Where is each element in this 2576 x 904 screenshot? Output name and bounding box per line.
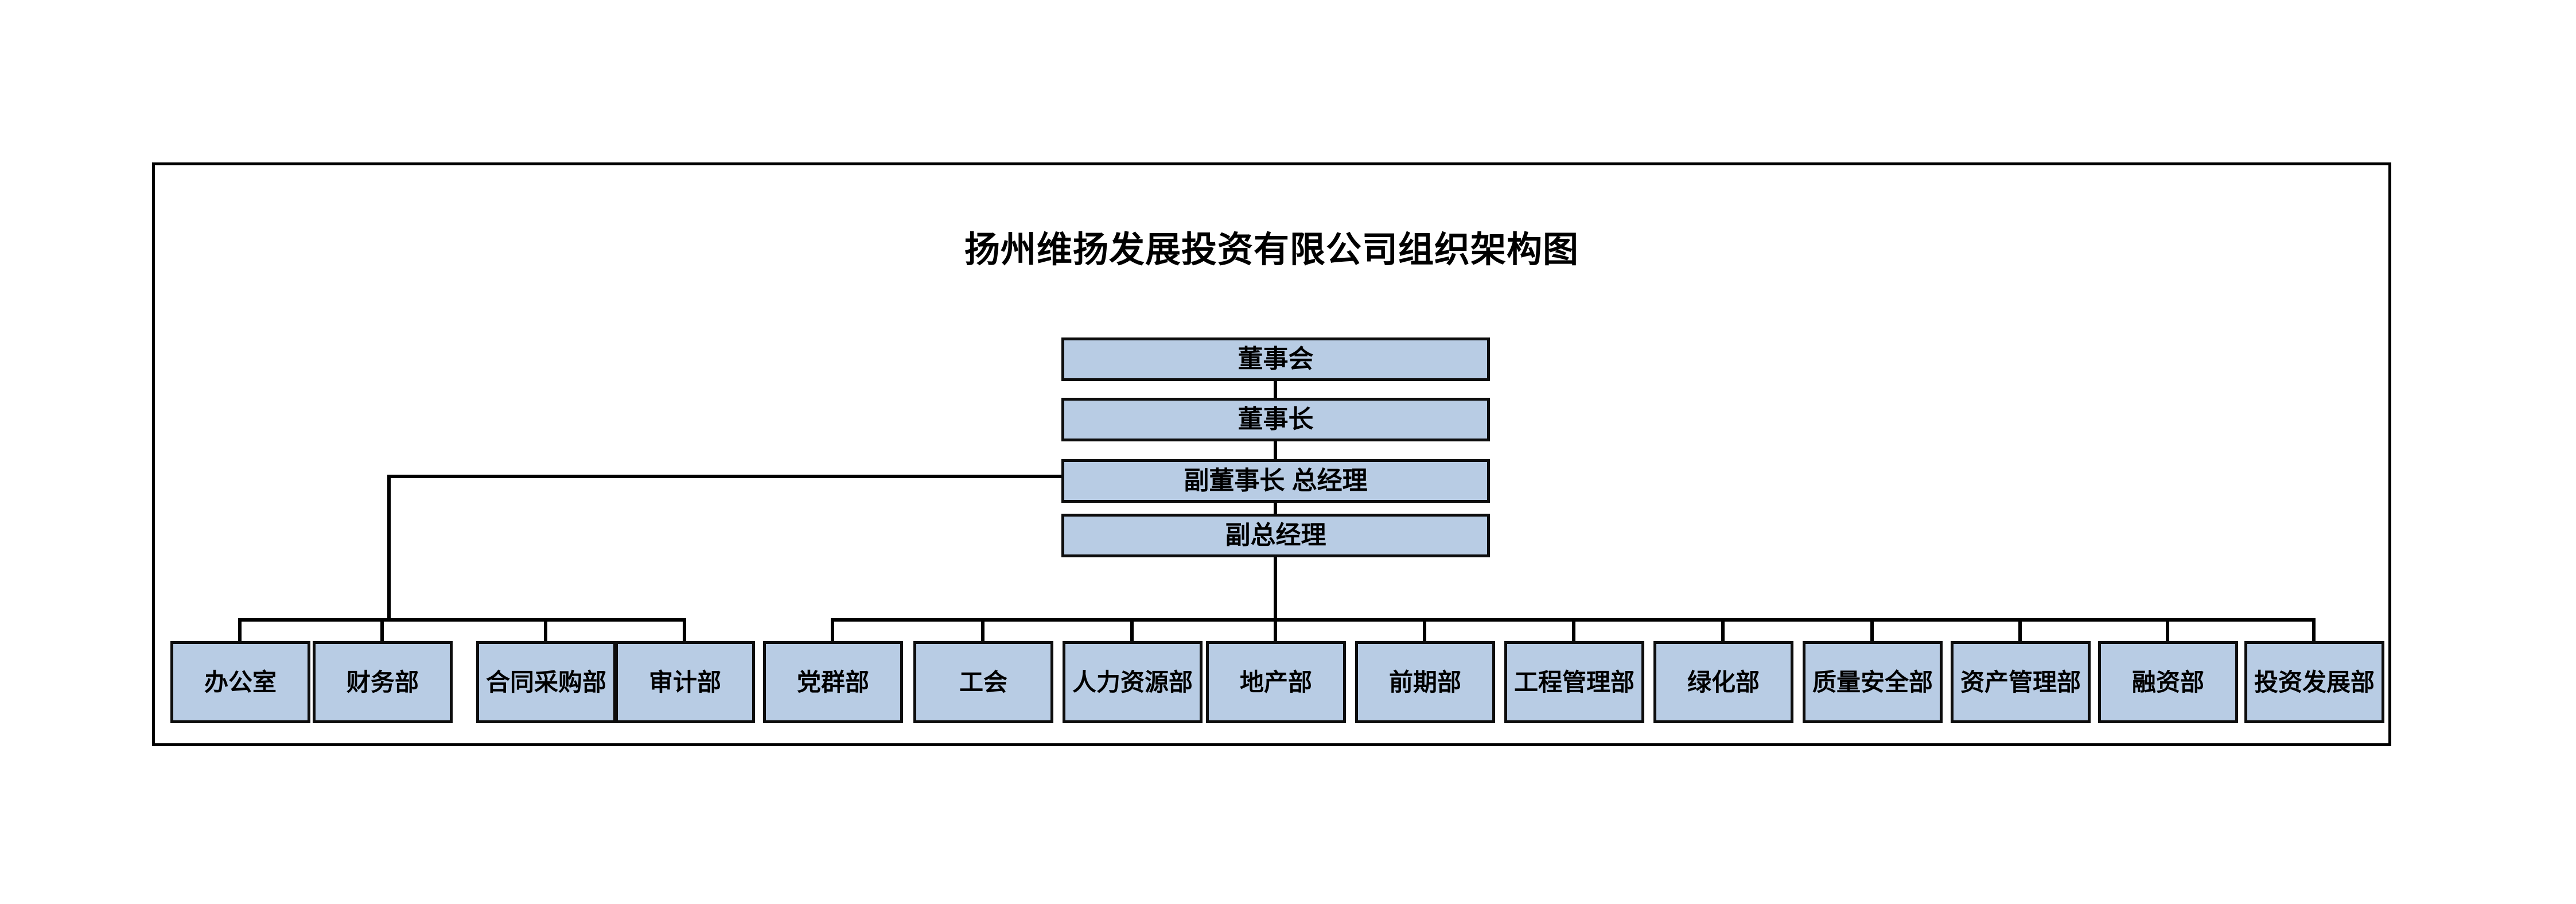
node-dept-greening[interactable]: 绿化部 bbox=[1653, 641, 1793, 723]
drop-investment bbox=[2312, 618, 2316, 641]
connector-deputygm-to-bus bbox=[1274, 557, 1277, 621]
node-dept-engineering[interactable]: 工程管理部 bbox=[1504, 641, 1644, 723]
page-title: 扬州维扬发展投资有限公司组织架构图 bbox=[964, 231, 1579, 270]
drop-greening bbox=[1721, 618, 1725, 641]
node-chairman-label: 董事长 bbox=[1238, 405, 1314, 433]
connector-vicechair-left-arm bbox=[387, 475, 1061, 478]
node-deputy-gm[interactable]: 副总经理 bbox=[1061, 514, 1490, 557]
node-dept-office-label: 办公室 bbox=[204, 668, 277, 696]
node-dept-financing[interactable]: 融资部 bbox=[2098, 641, 2238, 723]
node-dept-union-label: 工会 bbox=[959, 668, 1007, 696]
node-dept-realestate-label: 地产部 bbox=[1239, 668, 1312, 696]
node-dept-greening-label: 绿化部 bbox=[1687, 668, 1760, 696]
drop-asset bbox=[2018, 618, 2022, 641]
node-dept-audit-label: 审计部 bbox=[648, 668, 721, 696]
drop-finance bbox=[380, 618, 384, 641]
node-dept-contract-label: 合同采购部 bbox=[485, 668, 606, 696]
node-board-label: 董事会 bbox=[1238, 345, 1314, 373]
connector-vicechair-left-drop bbox=[387, 475, 391, 621]
node-dept-union[interactable]: 工会 bbox=[913, 641, 1053, 723]
node-dept-audit[interactable]: 审计部 bbox=[615, 641, 755, 723]
connector-chairman-to-vicechair bbox=[1274, 441, 1277, 459]
drop-preliminary bbox=[1423, 618, 1426, 641]
drop-audit bbox=[683, 618, 686, 641]
node-chairman[interactable]: 董事长 bbox=[1061, 398, 1490, 441]
node-vice-chairman-gm-label: 副董事长 总经理 bbox=[1184, 467, 1368, 495]
drop-contract bbox=[544, 618, 547, 641]
node-dept-quality-label: 质量安全部 bbox=[1812, 668, 1933, 696]
node-dept-office[interactable]: 办公室 bbox=[170, 641, 310, 723]
node-dept-preliminary-label: 前期部 bbox=[1388, 668, 1461, 696]
connector-vicechair-to-deputygm bbox=[1274, 503, 1277, 514]
drop-union bbox=[981, 618, 985, 641]
chart-frame: 扬州维扬发展投资有限公司组织架构图 董事会 董事长 副董事长 总经理 副总经理 bbox=[152, 162, 2391, 746]
node-dept-party-label: 党群部 bbox=[796, 668, 869, 696]
connector-board-to-chairman bbox=[1274, 381, 1277, 398]
bus-left-group bbox=[238, 618, 686, 622]
node-dept-party[interactable]: 党群部 bbox=[763, 641, 903, 723]
node-dept-asset-label: 资产管理部 bbox=[1960, 668, 2081, 696]
node-dept-finance-label: 财务部 bbox=[346, 668, 419, 696]
node-dept-hr[interactable]: 人力资源部 bbox=[1063, 641, 1203, 723]
node-vice-chairman-gm[interactable]: 副董事长 总经理 bbox=[1061, 459, 1490, 503]
node-dept-quality[interactable]: 质量安全部 bbox=[1803, 641, 1943, 723]
drop-realestate bbox=[1274, 618, 1277, 641]
node-dept-contract[interactable]: 合同采购部 bbox=[476, 641, 616, 723]
node-dept-asset[interactable]: 资产管理部 bbox=[1951, 641, 2091, 723]
bus-right-group bbox=[831, 618, 2312, 622]
node-dept-finance[interactable]: 财务部 bbox=[313, 641, 453, 723]
node-dept-preliminary[interactable]: 前期部 bbox=[1355, 641, 1495, 723]
node-dept-realestate[interactable]: 地产部 bbox=[1206, 641, 1346, 723]
drop-office bbox=[238, 618, 242, 641]
node-dept-hr-label: 人力资源部 bbox=[1072, 668, 1193, 696]
drop-financing bbox=[2166, 618, 2169, 641]
node-dept-engineering-label: 工程管理部 bbox=[1513, 668, 1635, 696]
drop-engineering bbox=[1572, 618, 1575, 641]
node-board[interactable]: 董事会 bbox=[1061, 337, 1490, 381]
node-dept-investment[interactable]: 投资发展部 bbox=[2244, 641, 2384, 723]
node-deputy-gm-label: 副总经理 bbox=[1225, 521, 1326, 549]
drop-quality bbox=[1870, 618, 1874, 641]
node-dept-financing-label: 融资部 bbox=[2131, 668, 2204, 696]
node-dept-investment-label: 投资发展部 bbox=[2254, 668, 2375, 696]
drop-party bbox=[831, 618, 834, 641]
drop-hr bbox=[1130, 618, 1134, 641]
